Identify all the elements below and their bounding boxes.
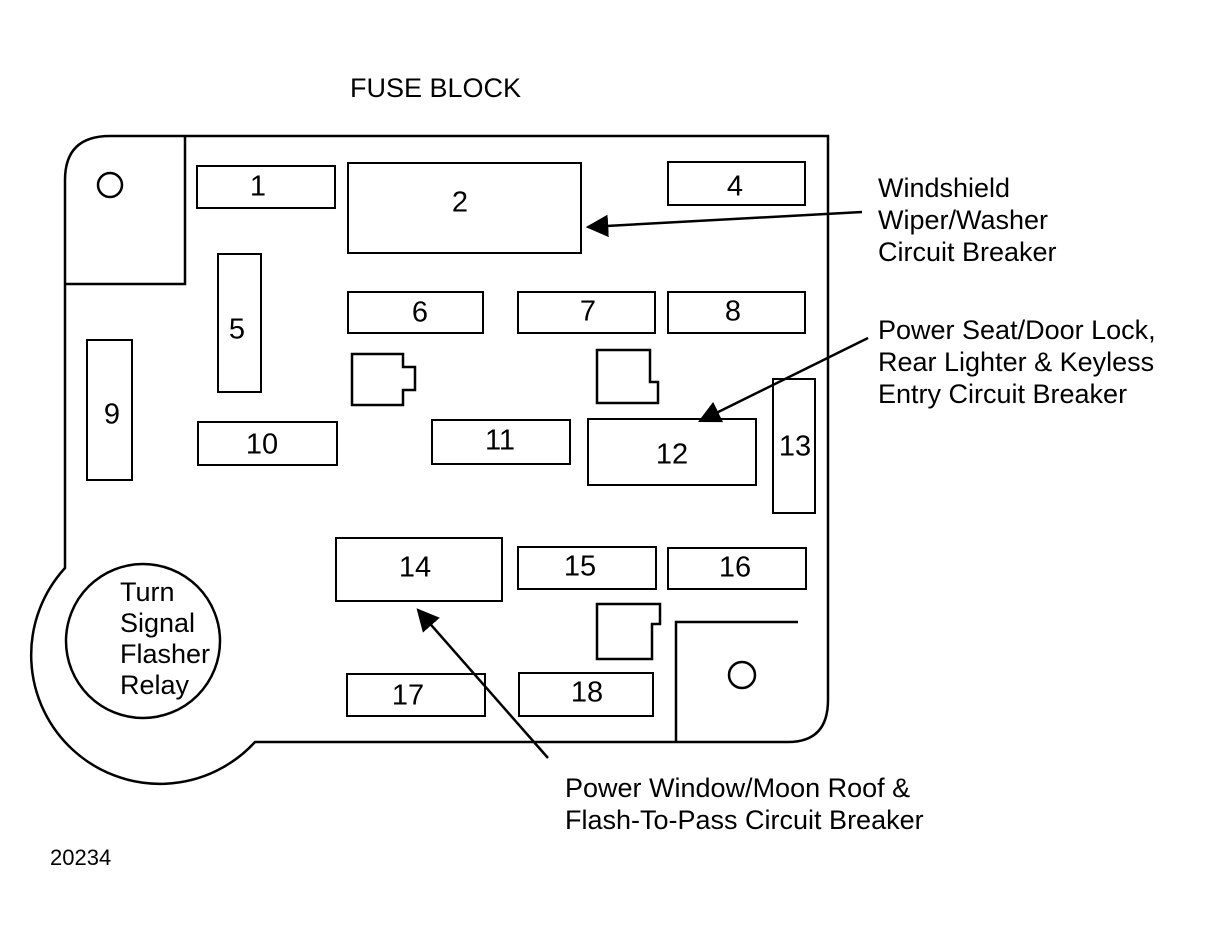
fuse-12-circuit-breaker: 12 bbox=[587, 418, 757, 486]
fuse-2-circuit-breaker: 2 bbox=[347, 162, 582, 254]
diagram-title: FUSE BLOCK bbox=[350, 73, 521, 103]
power-window-callout-label: Power Window/Moon Roof & bbox=[565, 773, 910, 803]
fuse-15: 15 bbox=[517, 546, 657, 590]
svg-text:7: 7 bbox=[580, 296, 596, 328]
fuse-9: 9 bbox=[86, 339, 133, 481]
svg-text:9: 9 bbox=[104, 399, 120, 431]
wiper-callout-label: Wiper/Washer bbox=[878, 205, 1048, 235]
power-seat-callout-label: Entry Circuit Breaker bbox=[878, 379, 1127, 409]
svg-text:15: 15 bbox=[564, 551, 596, 583]
fuse-11: 11 bbox=[431, 419, 571, 465]
wiper-callout-label: Windshield bbox=[878, 173, 1010, 203]
svg-text:17: 17 bbox=[392, 680, 424, 712]
fuse-8: 8 bbox=[667, 291, 806, 334]
power-seat-callout-label: Rear Lighter & Keyless bbox=[878, 347, 1154, 377]
svg-text:11: 11 bbox=[485, 425, 515, 457]
figure-reference-number: 20234 bbox=[50, 845, 111, 870]
wiper-callout-arrow bbox=[585, 210, 863, 238]
fuse-17: 17 bbox=[346, 673, 486, 717]
fuse-4: 4 bbox=[667, 161, 806, 206]
fuse-14-circuit-breaker: 14 bbox=[335, 537, 503, 602]
power-window-callout-arrow bbox=[416, 608, 549, 759]
flasher-relay-label: Signal bbox=[120, 608, 195, 638]
bottom-right-mount-area bbox=[674, 620, 798, 741]
relay-connector bbox=[350, 352, 417, 407]
mounting-hole-icon bbox=[96, 171, 124, 199]
relay-connector bbox=[595, 348, 660, 405]
svg-text:12: 12 bbox=[656, 439, 688, 471]
power-seat-callout-label: Power Seat/Door Lock, bbox=[878, 315, 1156, 345]
fuse-13: 13 bbox=[772, 378, 816, 514]
fuse-10: 10 bbox=[197, 421, 338, 466]
svg-text:13: 13 bbox=[779, 431, 811, 463]
svg-text:6: 6 bbox=[412, 297, 428, 329]
svg-text:8: 8 bbox=[725, 296, 741, 328]
turn-signal-flasher-relay bbox=[64, 562, 222, 720]
fuse-1: 1 bbox=[196, 165, 336, 209]
svg-text:18: 18 bbox=[571, 677, 603, 709]
svg-text:2: 2 bbox=[452, 187, 468, 219]
fuse-18: 18 bbox=[518, 672, 654, 717]
fuse-16: 16 bbox=[667, 547, 807, 590]
svg-text:1: 1 bbox=[250, 171, 266, 203]
flasher-relay-label: Turn bbox=[120, 577, 175, 607]
power-seat-callout-arrow bbox=[697, 336, 869, 423]
flasher-relay-label: Relay bbox=[120, 670, 190, 700]
mounting-hole-icon bbox=[727, 660, 757, 690]
power-window-callout-label: Flash-To-Pass Circuit Breaker bbox=[565, 805, 924, 835]
wiper-callout-label: Circuit Breaker bbox=[878, 237, 1057, 267]
svg-text:5: 5 bbox=[229, 314, 245, 346]
svg-text:14: 14 bbox=[399, 552, 431, 584]
top-left-mount-area bbox=[66, 137, 187, 286]
relay-connector bbox=[595, 602, 662, 661]
flasher-relay-label: Flasher bbox=[120, 639, 210, 669]
svg-text:10: 10 bbox=[246, 429, 278, 461]
fuse-5: 5 bbox=[217, 253, 262, 393]
fuse-6: 6 bbox=[347, 291, 484, 334]
svg-text:16: 16 bbox=[719, 552, 751, 584]
fuse-block-outline bbox=[29, 134, 830, 786]
fuse-7: 7 bbox=[517, 291, 656, 334]
svg-text:4: 4 bbox=[727, 171, 743, 203]
